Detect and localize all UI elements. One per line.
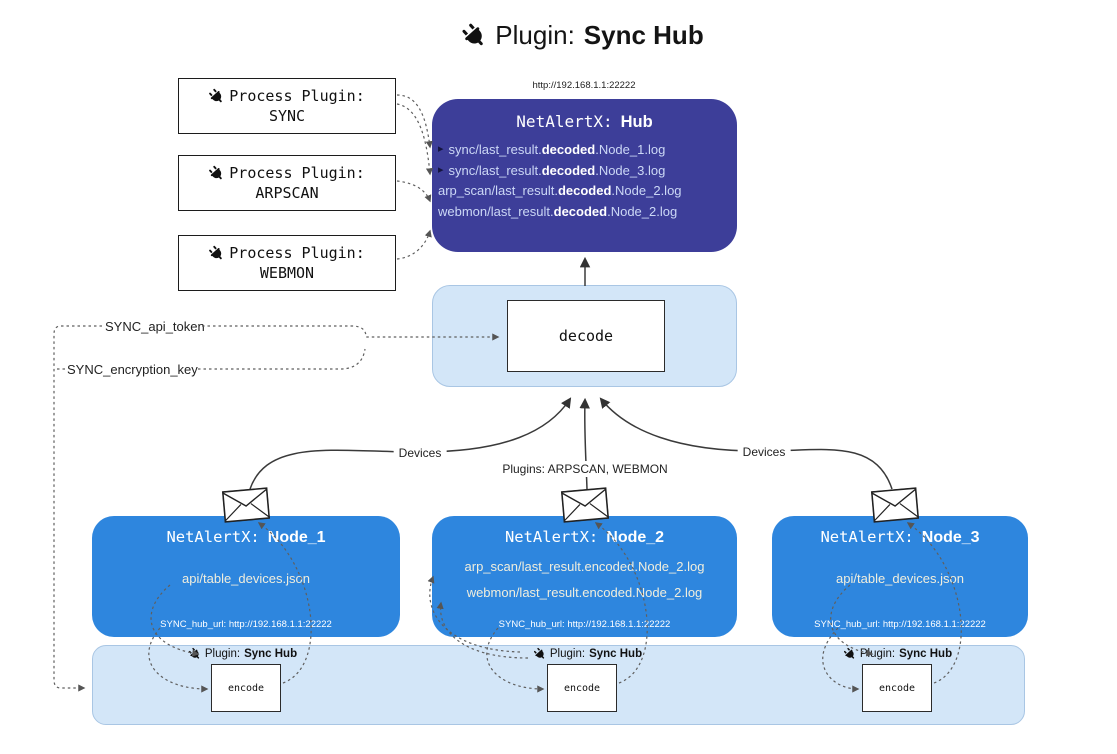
node-title-name: Node_3	[921, 529, 980, 546]
process-plugin-label: Process Plugin:	[229, 164, 365, 182]
node-title-prefix: NetAlertX:	[820, 528, 914, 546]
plugin-name: Sync Hub	[589, 648, 643, 660]
page-title-name: Sync Hub	[583, 20, 704, 50]
log-pre: sync/last_result.	[448, 142, 542, 157]
hub-log-list: ▸sync/last_result.decoded.Node_1.log ▸sy…	[432, 143, 737, 218]
node-title-name: Node_2	[606, 529, 665, 546]
log-bold: decoded	[557, 183, 612, 198]
hub-title: NetAlertX: Hub	[432, 112, 737, 132]
node-file-list: api/table_devices.json	[92, 571, 400, 586]
log-pre: sync/last_result.	[448, 162, 542, 178]
hub-box: NetAlertX: Hub ▸sync/last_result.decoded…	[432, 99, 737, 252]
process-plugin-name: ARPSCAN	[255, 184, 319, 202]
node-title-prefix: NetAlertX:	[504, 528, 599, 546]
connector-webmon-to-log4	[396, 229, 432, 260]
plugin-label: Plugin:	[204, 648, 241, 660]
node-box-node-3: NetAlertX: Node_3 api/table_devices.json…	[772, 516, 1028, 637]
hub-log-line: ▸ sync/last_result.decoded.Node_3.log	[438, 164, 737, 177]
encoder-plugin-label: Plugin:Sync Hub	[188, 647, 298, 660]
flow-label-devices-right: Devices	[737, 444, 791, 460]
envelope-icon	[560, 487, 610, 523]
hub-title-name: Hub	[620, 113, 653, 131]
encode-box: encode	[547, 664, 617, 712]
node-title: NetAlertX: Node_2	[432, 528, 737, 547]
log-post: .Node_2.log	[607, 203, 678, 219]
process-plugin-arpscan: Process Plugin: ARPSCAN	[178, 155, 396, 211]
node-box-node-2: NetAlertX: Node_2 arp_scan/last_result.e…	[432, 516, 737, 637]
node-file: arp_scan/last_result.encoded.Node_2.log	[464, 559, 705, 574]
flow-label-devices-left: Devices	[393, 445, 447, 461]
hub-log-line: arp_scan/last_result.decoded.Node_2.log	[438, 184, 737, 197]
encoder-plugin-label: Plugin:Sync Hub	[533, 647, 643, 660]
log-bold: decoded	[541, 142, 596, 157]
connector-sync-to-log1	[396, 94, 433, 149]
arrow-right-icon: ▸	[438, 143, 444, 155]
connector-keys-to-encoders	[53, 325, 102, 692]
node-file-list: arp_scan/last_result.encoded.Node_2.log …	[432, 559, 737, 600]
node-file: webmon/last_result.encoded.Node_2.log	[466, 585, 703, 600]
connector-key-join	[198, 348, 366, 370]
decode-box: decode	[507, 300, 665, 372]
plug-icon	[209, 88, 223, 102]
plug-icon	[462, 23, 483, 45]
encode-box: encode	[862, 664, 932, 712]
node-box-node-1: NetAlertX: Node_1 api/table_devices.json…	[92, 516, 400, 637]
sync-api-token-label: SYNC_api_token	[105, 319, 205, 334]
sync-encryption-key-label: SYNC_encryption_key	[67, 362, 198, 377]
process-plugin-label: Process Plugin:	[229, 244, 365, 262]
process-plugin-name: SYNC	[268, 107, 306, 125]
node-hub-url: SYNC_hub_url: http://192.168.1.1:22222	[814, 619, 986, 630]
plug-icon	[188, 647, 200, 659]
encoder-plugin-label: Plugin:Sync Hub	[843, 647, 953, 660]
node-title: NetAlertX: Node_3	[772, 528, 1028, 547]
log-bold: decoded	[541, 162, 596, 178]
hub-url: http://192.168.1.1:22222	[532, 80, 636, 91]
process-plugin-name: WEBMON	[259, 264, 315, 282]
process-plugin-sync: Process Plugin: SYNC	[178, 78, 396, 134]
node-hub-url: SYNC_hub_url: http://192.168.1.1:22222	[160, 619, 332, 630]
log-post: .Node_1.log	[595, 142, 666, 157]
process-plugin-label: Process Plugin:	[229, 87, 365, 105]
node-title: NetAlertX: Node_1	[92, 528, 400, 547]
plugin-label: Plugin:	[549, 648, 586, 660]
node-file-list: api/table_devices.json	[772, 571, 1028, 586]
plug-icon	[843, 647, 855, 659]
log-bold: decoded	[553, 203, 608, 219]
plugin-label: Plugin:	[859, 648, 896, 660]
node-title-name: Node_1	[267, 529, 326, 546]
node-file: api/table_devices.json	[836, 571, 964, 586]
envelope-icon	[870, 487, 920, 523]
connector-sync-to-log2	[396, 103, 434, 176]
process-plugin-webmon: Process Plugin: WEBMON	[178, 235, 396, 291]
node-title-prefix: NetAlertX:	[166, 528, 260, 546]
plug-icon	[533, 647, 545, 659]
page-title: Plugin: Sync Hub	[462, 20, 704, 51]
flow-label-plugins: Plugins: ARPSCAN, WEBMON	[497, 461, 673, 477]
plugin-name: Sync Hub	[244, 648, 298, 660]
encode-box: encode	[211, 664, 281, 712]
plug-icon	[209, 165, 223, 179]
connector-arpscan-to-log3	[396, 180, 432, 203]
plug-icon	[209, 245, 223, 259]
log-post: .Node_3.log	[595, 162, 666, 178]
node-hub-url: SYNC_hub_url: http://192.168.1.1:22222	[498, 619, 671, 630]
plugin-name: Sync Hub	[899, 648, 953, 660]
hub-log-line: ▸ sync/last_result.decoded.Node_1.log	[438, 143, 737, 156]
node-file: api/table_devices.json	[182, 571, 310, 586]
hub-log-line: webmon/last_result.decoded.Node_2.log	[438, 205, 737, 218]
arrow-right-icon: ▸	[438, 163, 444, 176]
log-post: .Node_2.log	[611, 183, 682, 198]
page-title-label: Plugin:	[495, 20, 575, 50]
log-pre: webmon/last_result.	[438, 203, 554, 219]
envelope-icon	[221, 487, 271, 523]
hub-title-prefix: NetAlertX:	[516, 112, 613, 131]
log-pre: arp_scan/last_result.	[438, 183, 558, 198]
